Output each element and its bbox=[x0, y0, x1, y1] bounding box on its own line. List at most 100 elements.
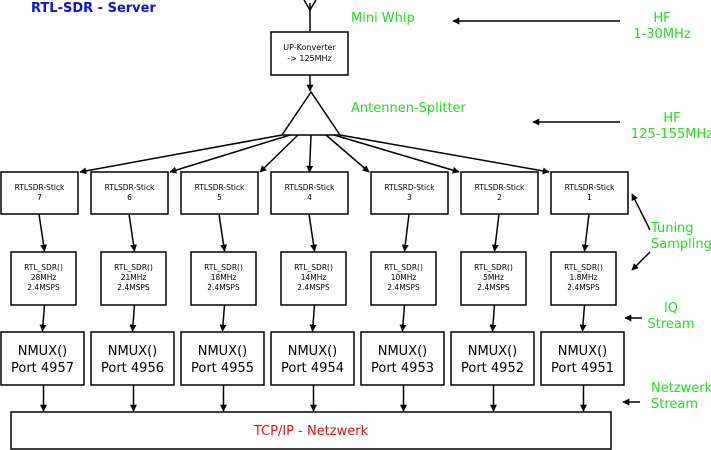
stick-name-1: RTLSDR-Stick bbox=[565, 183, 615, 192]
splitter-arrow-1 bbox=[339, 134, 550, 175]
stick-to-sdr-arrow-5 bbox=[218, 213, 228, 252]
sdr-rate-4: 2.4MSPS bbox=[297, 283, 330, 292]
sdr-rate-2: 2.4MSPS bbox=[477, 283, 510, 292]
nmux-func-2: NMUX() bbox=[468, 344, 518, 359]
sdr-func-1: RTL_SDR() bbox=[564, 263, 603, 272]
stick-num-4: 4 bbox=[307, 193, 312, 202]
stick-num-7: 7 bbox=[37, 193, 42, 202]
nmux-port-4: Port 4954 bbox=[281, 361, 344, 376]
tuning-label-line2: Sampling bbox=[651, 237, 711, 252]
nmux-port-3: Port 4953 bbox=[371, 361, 434, 376]
netz-label-line1: Netzwerk bbox=[651, 381, 711, 396]
sdr-box-3 bbox=[370, 251, 437, 306]
sdr-to-nmux-arrow-2 bbox=[489, 304, 497, 332]
sdr-rate-1: 2.4MSPS bbox=[567, 283, 600, 292]
sdr-func-2: RTL_SDR() bbox=[474, 263, 513, 272]
stick-box-3 bbox=[370, 171, 449, 215]
nmux-func-4: NMUX() bbox=[288, 344, 338, 359]
sdr-box-6 bbox=[100, 251, 167, 306]
sdr-freq-1: 1.8MHz bbox=[570, 273, 598, 282]
sdr-to-nmux-arrow-5 bbox=[219, 304, 227, 332]
stick-to-sdr-arrow-1 bbox=[581, 213, 590, 252]
stick-name-7: RTLSDR-Stick bbox=[15, 183, 65, 192]
splitter-arrow-5 bbox=[259, 134, 299, 173]
nmux-box-6 bbox=[90, 331, 175, 386]
stick-name-3: RTLSRD-Stick bbox=[384, 183, 435, 192]
nmux-port-5: Port 4955 bbox=[191, 361, 254, 376]
sdr-box-7 bbox=[10, 251, 77, 306]
nmux-port-2: Port 4952 bbox=[461, 361, 524, 376]
hf2-label-line1: HF bbox=[663, 111, 680, 126]
sdr-to-nmux-arrow-7 bbox=[39, 304, 47, 332]
sdr-rate-6: 2.4MSPS bbox=[117, 283, 150, 292]
sdr-func-4: RTL_SDR() bbox=[294, 263, 333, 272]
stick-num-2: 2 bbox=[497, 193, 502, 202]
stick-box-1 bbox=[550, 171, 629, 215]
stick-to-sdr-arrow-6 bbox=[128, 213, 138, 252]
nmux-box-7 bbox=[0, 331, 85, 386]
splitter-label: Antennen-Splitter bbox=[351, 101, 467, 116]
nmux-box-1 bbox=[540, 331, 625, 386]
stick-box-2 bbox=[460, 171, 539, 215]
sdr-to-nmux-arrow-6 bbox=[129, 304, 137, 332]
nmux-func-6: NMUX() bbox=[108, 344, 158, 359]
tuning-label-line1: Tuning bbox=[650, 221, 694, 236]
stick-box-4 bbox=[270, 171, 349, 215]
sdr-freq-4: 14MHz bbox=[301, 273, 327, 282]
stick-to-sdr-arrow-4 bbox=[308, 213, 318, 252]
sdr-box-5 bbox=[190, 251, 257, 306]
nmux-box-3 bbox=[360, 331, 445, 386]
sdr-rate-3: 2.4MSPS bbox=[387, 283, 420, 292]
splitter-arrow-6 bbox=[169, 134, 291, 174]
sdr-freq-2: 5MHz bbox=[483, 273, 504, 282]
stick-num-5: 5 bbox=[217, 193, 222, 202]
diagram-title: RTL-SDR - Server bbox=[31, 1, 156, 16]
nmux-port-7: Port 4957 bbox=[11, 361, 74, 376]
sdr-box-4 bbox=[280, 251, 347, 306]
stick-name-4: RTLSDR-Stick bbox=[285, 183, 335, 192]
sdr-freq-5: 18MHz bbox=[211, 273, 237, 282]
sdr-freq-6: 21MHz bbox=[121, 273, 147, 282]
sdr-box-1 bbox=[550, 251, 617, 306]
splitter-triangle bbox=[280, 90, 342, 136]
sdr-box-2 bbox=[460, 251, 527, 306]
hf1-label-line2: 1-30MHz bbox=[633, 27, 690, 42]
stick-to-sdr-arrow-2 bbox=[491, 213, 500, 252]
sdr-to-nmux-arrow-1 bbox=[579, 304, 587, 332]
tuning-arrow-up bbox=[631, 193, 651, 231]
sdr-freq-3: 10MHz bbox=[391, 273, 417, 282]
sdr-func-3: RTL_SDR() bbox=[384, 263, 423, 272]
stick-name-2: RTLSDR-Stick bbox=[475, 183, 525, 192]
splitter-arrow-7 bbox=[79, 134, 283, 175]
stick-columns: RTLSDR-Stick7RTL_SDR()28MHz2.4MSPSNMUX()… bbox=[0, 134, 629, 412]
stick-num-3: 3 bbox=[407, 193, 412, 202]
netz-label-line2: Stream bbox=[651, 397, 698, 412]
nmux-func-1: NMUX() bbox=[558, 344, 608, 359]
nmux-func-3: NMUX() bbox=[378, 344, 428, 359]
nmux-func-5: NMUX() bbox=[198, 344, 248, 359]
stick-to-sdr-arrow-7 bbox=[38, 213, 48, 252]
iq-label-line1: IQ bbox=[664, 301, 678, 316]
stick-name-5: RTLSDR-Stick bbox=[195, 183, 245, 192]
splitter-arrow-4 bbox=[306, 134, 314, 173]
stick-to-sdr-arrow-3 bbox=[401, 213, 410, 252]
stick-name-6: RTLSDR-Stick bbox=[105, 183, 155, 192]
nmux-box-5 bbox=[180, 331, 265, 386]
sdr-func-6: RTL_SDR() bbox=[114, 263, 153, 272]
antenna-label: Mini Whip bbox=[351, 11, 415, 26]
nmux-box-2 bbox=[450, 331, 535, 386]
stick-num-6: 6 bbox=[127, 193, 132, 202]
sdr-freq-7: 28MHz bbox=[31, 273, 57, 282]
stick-box-7 bbox=[0, 171, 79, 215]
iq-label-line2: Stream bbox=[647, 317, 694, 332]
stick-box-6 bbox=[90, 171, 169, 215]
nmux-func-7: NMUX() bbox=[18, 344, 68, 359]
hf1-label-line1: HF bbox=[653, 11, 670, 26]
sdr-func-7: RTL_SDR() bbox=[24, 263, 63, 272]
nmux-box-4 bbox=[270, 331, 355, 386]
tuning-arrow-down bbox=[631, 251, 651, 271]
converter-line1: UP-Konverter bbox=[283, 43, 336, 52]
sdr-to-nmux-arrow-4 bbox=[309, 304, 317, 332]
converter-line2: -> 125MHz bbox=[287, 54, 332, 63]
